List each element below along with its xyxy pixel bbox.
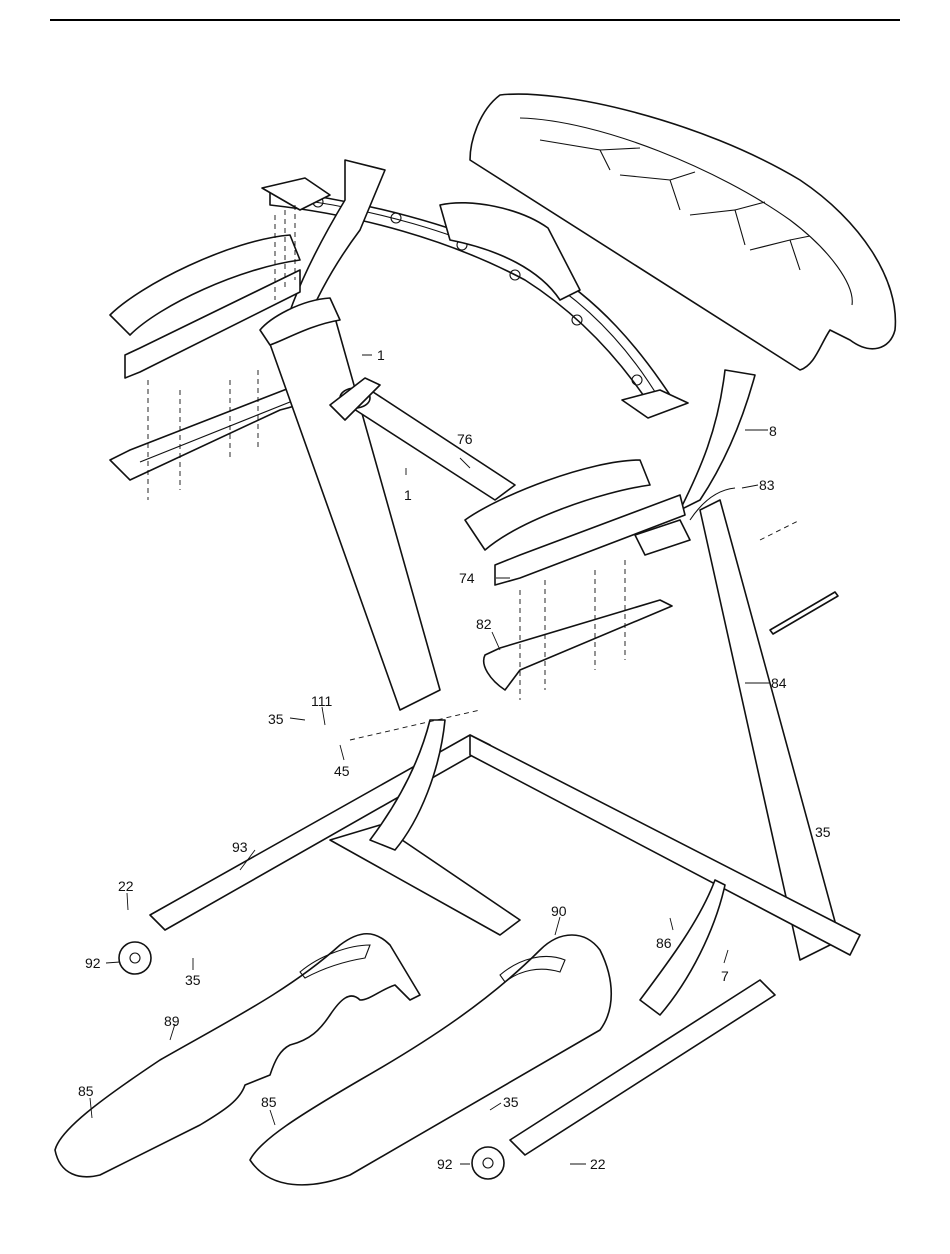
label-35a: 35	[268, 711, 284, 727]
label-92a: 92	[85, 955, 101, 971]
label-89: 89	[164, 1013, 180, 1029]
label-45: 45	[334, 763, 350, 779]
label-82: 82	[476, 616, 492, 632]
label-76: 76	[457, 431, 473, 447]
left-long-upright	[260, 298, 440, 710]
wheel-left	[119, 942, 151, 974]
label-35d: 35	[503, 1094, 519, 1110]
wheel-right	[472, 1147, 504, 1179]
motor-hood-right	[250, 935, 611, 1185]
label-1b: 1	[404, 487, 412, 503]
label-74: 74	[459, 570, 475, 586]
label-92b: 92	[437, 1156, 453, 1172]
label-8: 8	[769, 423, 777, 439]
right-upright-and-handrail	[465, 370, 840, 960]
label-22a: 22	[118, 878, 134, 894]
label-85b: 85	[261, 1094, 277, 1110]
label-84: 84	[771, 675, 787, 691]
label-83: 83	[759, 477, 775, 493]
label-35b: 35	[815, 824, 831, 840]
label-22b: 22	[590, 1156, 606, 1172]
label-111: 111	[311, 693, 332, 709]
label-90: 90	[551, 903, 567, 919]
label-1a: 1	[377, 347, 385, 363]
tie-strap	[770, 592, 838, 634]
base-frame	[150, 720, 860, 1155]
label-93: 93	[232, 839, 248, 855]
label-86: 86	[656, 935, 672, 951]
label-7: 7	[721, 968, 729, 984]
label-35c: 35	[185, 972, 201, 988]
label-85a: 85	[78, 1083, 94, 1099]
